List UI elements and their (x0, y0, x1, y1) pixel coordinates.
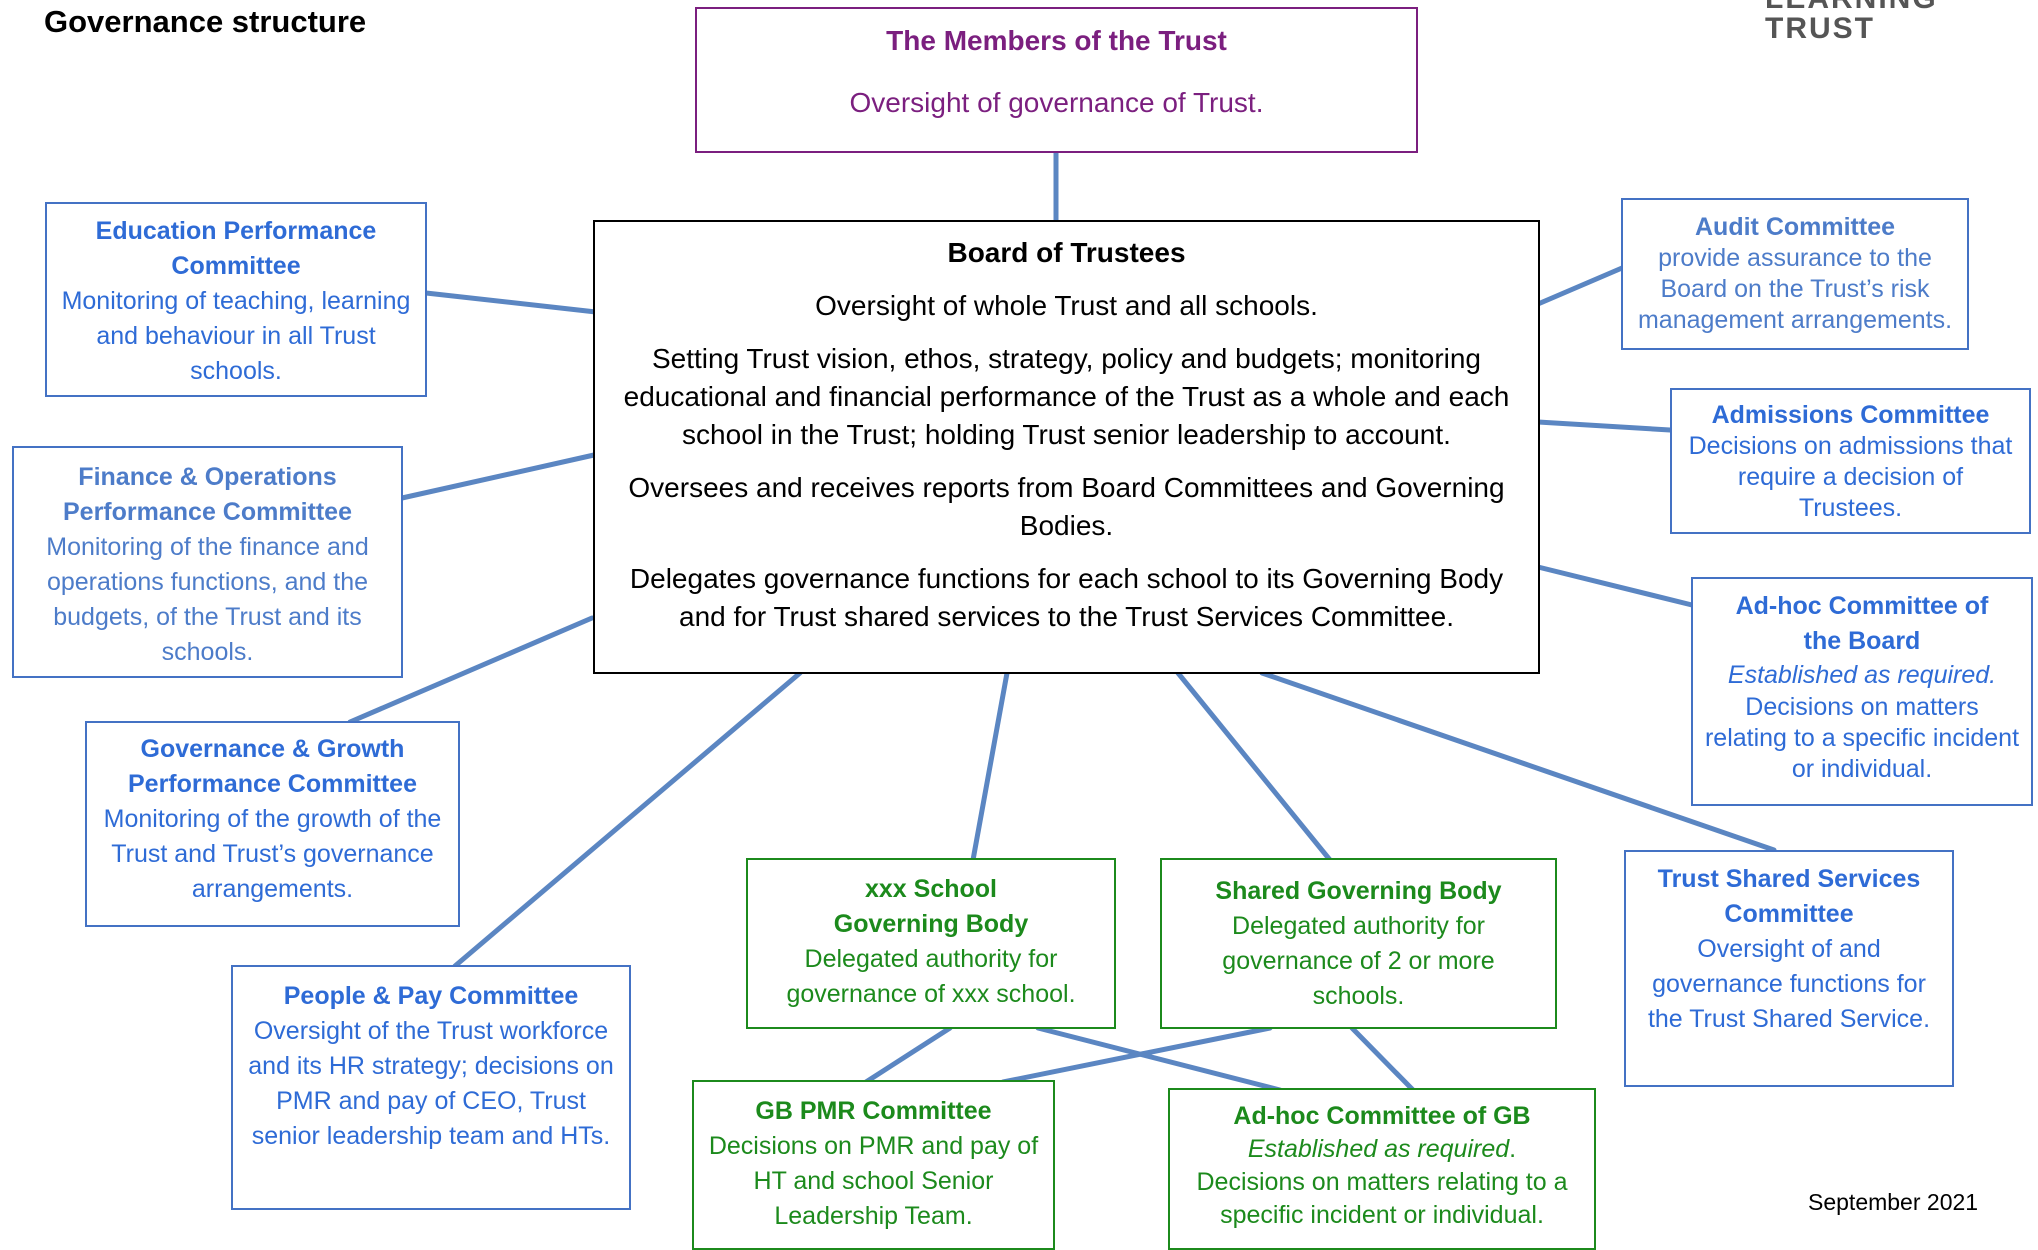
board-desc-delegates: Delegates governance functions for each … (629, 563, 1504, 632)
audit-committee-title: Audit Committee (1695, 213, 1895, 241)
connector-shared-services (1259, 670, 1777, 853)
page-title: Governance structure (44, 4, 367, 39)
governance-growth-committee-desc: Monitoring of the growth of the Trust an… (103, 805, 442, 903)
governance-growth-committee-box: Governance & Growth Performance Committe… (85, 721, 460, 927)
board-desc-oversight: Oversight of whole Trust and all schools… (815, 290, 1318, 321)
finance-committee-title: Finance & Operations Performance Committ… (63, 463, 352, 526)
connector-shared-gbpmr (1000, 1025, 1273, 1085)
connector-finance (399, 452, 597, 501)
adhoc-gb-committee-title: Ad-hoc Committee of GB (1233, 1102, 1531, 1130)
governance-growth-committee-title: Governance & Growth Performance Committe… (128, 735, 417, 798)
adhoc-board-committee-box: Ad-hoc Committee of the Board Establishe… (1691, 577, 2033, 806)
board-title: Board of Trustees (947, 237, 1186, 268)
audit-committee-box: Audit Committee provide assurance to the… (1621, 198, 1969, 350)
shared-services-committee-box: Trust Shared Services Committee Oversigh… (1624, 850, 1954, 1087)
finance-committee-box: Finance & Operations Performance Committ… (12, 446, 403, 678)
board-desc-strategy: Setting Trust vision, ethos, strategy, p… (623, 343, 1510, 450)
education-committee-title: Education Performance Committee (95, 217, 377, 280)
education-committee-desc: Monitoring of teaching, learning and beh… (61, 287, 411, 385)
members-title: The Members of the Trust (886, 25, 1227, 56)
board-box: Board of Trustees Oversight of whole Tru… (593, 220, 1540, 674)
admissions-committee-title: Admissions Committee (1711, 401, 1990, 429)
connector-admissions (1535, 419, 1673, 433)
connector-school-gbpmr (863, 1025, 953, 1085)
finance-committee-desc: Monitoring of the finance and operations… (46, 533, 369, 666)
adhoc-board-committee-desc: Decisions on matters relating to a speci… (1704, 693, 2020, 783)
admissions-committee-box: Admissions Committee Decisions on admiss… (1670, 388, 2031, 534)
school-governing-body-box: xxx School Governing Body Delegated auth… (746, 858, 1116, 1029)
gb-pmr-committee-desc: Decisions on PMR and pay of HT and schoo… (708, 1132, 1039, 1230)
connector-school-adhocgb (1035, 1025, 1283, 1093)
shared-governing-body-title: Shared Governing Body (1215, 877, 1502, 905)
connector-governance-growth (347, 615, 595, 725)
gb-pmr-committee-title: GB PMR Committee (755, 1097, 992, 1125)
admissions-committee-desc: Decisions on admissions that require a d… (1688, 432, 2013, 522)
date-label: September 2021 (1808, 1189, 1979, 1215)
connector-adhoc-board (1535, 564, 1695, 608)
adhoc-gb-committee-note: Established as required. (1247, 1135, 1517, 1163)
gb-pmr-committee-box: GB PMR Committee Decisions on PMR and pa… (692, 1080, 1055, 1250)
audit-committee-desc: provide assurance to the Board on the Tr… (1637, 244, 1953, 334)
school-governing-body-title: xxx School Governing Body (833, 875, 1029, 938)
members-box: The Members of the Trust Oversight of go… (695, 7, 1418, 153)
people-pay-committee-desc: Oversight of the Trust workforce and its… (248, 1017, 614, 1150)
board-desc-reports: Oversees and receives reports from Board… (628, 472, 1505, 541)
logo-text: LEARNING TRUST (1765, 0, 1936, 45)
people-pay-committee-title: People & Pay Committee (283, 982, 579, 1010)
people-pay-committee-box: People & Pay Committee Oversight of the … (231, 965, 631, 1210)
shared-services-committee-desc: Oversight of and governance functions fo… (1647, 935, 1931, 1033)
connector-audit (1535, 265, 1625, 307)
connector-school-gb (970, 670, 1010, 863)
education-committee-box: Education Performance Committee Monitori… (45, 202, 427, 397)
adhoc-board-committee-note: Established as required. (1727, 661, 1997, 689)
connector-shared-gb (1175, 670, 1333, 863)
shared-services-committee-title: Trust Shared Services Committee (1657, 865, 1921, 928)
adhoc-gb-committee-desc: Decisions on matters relating to a speci… (1196, 1168, 1568, 1229)
school-governing-body-desc: Delegated authority for governance of xx… (786, 945, 1076, 1008)
connector-shared-adhocgb (1349, 1025, 1416, 1093)
shared-governing-body-box: Shared Governing Body Delegated authorit… (1160, 858, 1557, 1029)
members-desc: Oversight of governance of Trust. (849, 87, 1264, 118)
connector-education (423, 290, 599, 315)
adhoc-gb-committee-box: Ad-hoc Committee of GB Established as re… (1168, 1088, 1596, 1250)
shared-governing-body-desc: Delegated authority for governance of 2 … (1222, 912, 1495, 1010)
adhoc-board-committee-title: Ad-hoc Committee of the Board (1735, 592, 1989, 655)
connector-people-pay (452, 670, 803, 969)
